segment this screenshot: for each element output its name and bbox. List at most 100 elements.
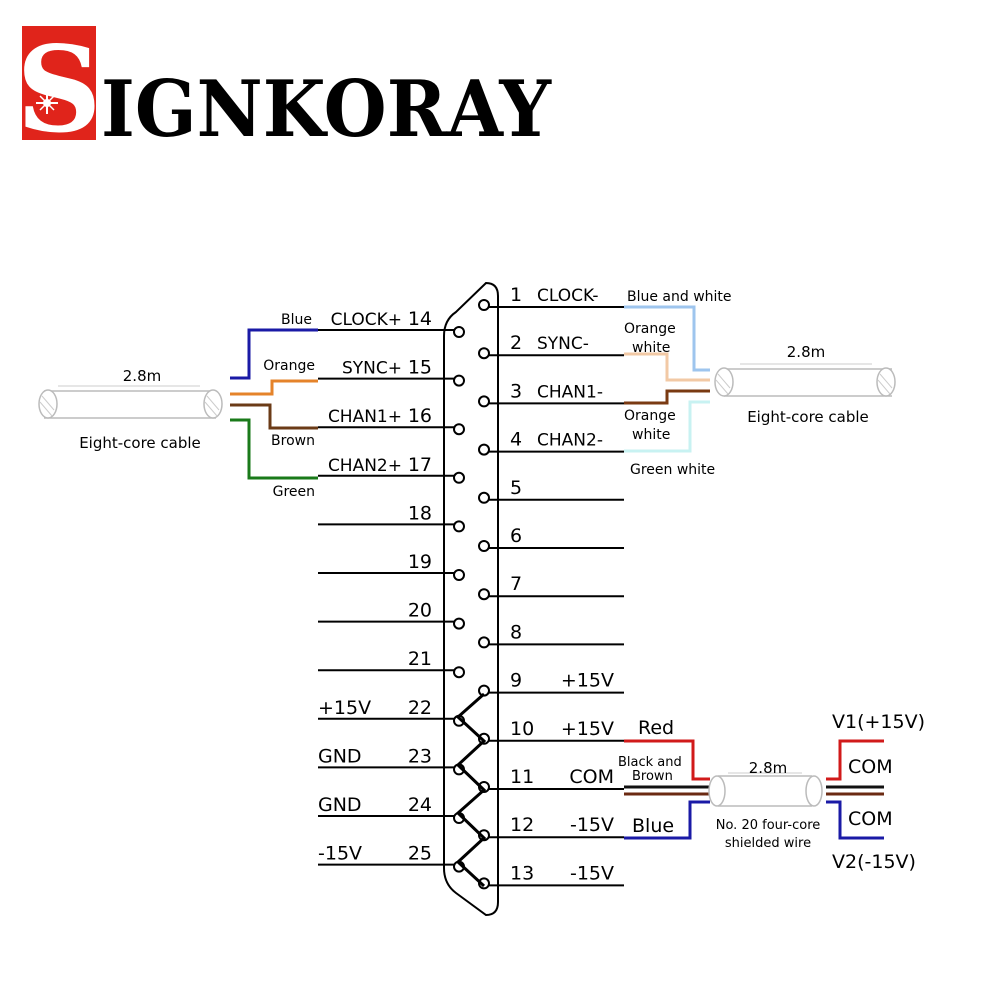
pin-number-23: 23 bbox=[408, 745, 432, 767]
pin-signal-1: CLOCK- bbox=[537, 286, 598, 306]
pin-signal-4: CHAN2- bbox=[537, 431, 603, 451]
right-colored-wires: Blue and white Orange white Orange white… bbox=[624, 289, 732, 478]
pin-signal-9: +15V bbox=[561, 670, 614, 692]
pin-number-3: 3 bbox=[510, 380, 522, 402]
black-brown-label-1: Black and bbox=[618, 755, 682, 770]
pin-number-19: 19 bbox=[408, 551, 432, 573]
pin-20 bbox=[453, 617, 465, 630]
pin-signal-17: CHAN2+ bbox=[328, 456, 402, 476]
pin-row-8: 8 bbox=[478, 621, 624, 649]
pin-row-22: 22+15V bbox=[318, 697, 465, 727]
signkoray-logo: S IGNKORAY bbox=[16, 20, 552, 159]
pin-row-9: 9 +15V bbox=[478, 670, 624, 697]
pin-row-12: 12-15V bbox=[478, 814, 624, 842]
left-cable-type: Eight-core cable bbox=[79, 434, 201, 452]
pin-number-18: 18 bbox=[408, 502, 432, 524]
pin-number-2: 2 bbox=[510, 332, 522, 354]
pin-signal-2: SYNC- bbox=[537, 334, 589, 354]
wire-label-orange-white-a: Orange bbox=[624, 321, 676, 337]
pin-signal-22: +15V bbox=[318, 697, 371, 719]
wire-label-orange-white-d: white bbox=[632, 427, 670, 443]
pin-signal-14: CLOCK+ bbox=[331, 310, 402, 330]
pin-15 bbox=[453, 374, 465, 387]
pin-row-20: 20 bbox=[318, 600, 465, 630]
wire-label-blue: Blue bbox=[281, 312, 312, 328]
pin-signal-10: +15V bbox=[561, 718, 614, 740]
wire-blue-white bbox=[624, 305, 710, 372]
pin-number-16: 16 bbox=[408, 405, 432, 427]
pin-8 bbox=[478, 636, 490, 649]
pin-row-25: 25 -15V bbox=[318, 843, 465, 873]
pin-4 bbox=[478, 443, 490, 456]
com-bottom-label: COM bbox=[848, 808, 893, 830]
pin-16 bbox=[453, 423, 465, 436]
pin-signal-25: -15V bbox=[318, 843, 362, 865]
logo-s-block bbox=[22, 26, 96, 140]
pin-number-8: 8 bbox=[510, 621, 522, 643]
wire-label-orange-white-c: Orange bbox=[624, 408, 676, 424]
power-cable-type-2: shielded wire bbox=[725, 836, 811, 851]
wire-red bbox=[624, 739, 710, 781]
pin-number-14: 14 bbox=[408, 308, 432, 330]
logo-letter-s: S bbox=[16, 20, 101, 159]
pin-signal-23: GND bbox=[318, 745, 362, 767]
wire-blue bbox=[230, 328, 318, 380]
pin-2 bbox=[478, 347, 490, 360]
wire-label-blue-white: Blue and white bbox=[627, 289, 732, 305]
pin-number-10: 10 bbox=[510, 718, 534, 740]
wire-orange-white bbox=[624, 352, 710, 382]
power-shielded-cable: Red Black and Brown Blue 2.8m No. 20 fou… bbox=[618, 711, 925, 873]
pin-14 bbox=[453, 326, 465, 338]
pin-number-13: 13 bbox=[510, 862, 534, 884]
pin-row-19: 19 bbox=[318, 551, 465, 581]
pin-number-6: 6 bbox=[510, 525, 522, 547]
wire-green-white bbox=[624, 400, 710, 453]
power-jumper-lines bbox=[455, 692, 487, 888]
right-eight-core-cable: 2.8m Eight-core cable bbox=[714, 343, 896, 426]
wire-green bbox=[230, 418, 318, 480]
logo-wordmark: IGNKORAY bbox=[101, 64, 552, 155]
black-brown-label-2: Brown bbox=[632, 769, 673, 784]
power-cable-type-1: No. 20 four-core bbox=[716, 818, 821, 833]
left-cable-length: 2.8m bbox=[123, 367, 161, 385]
pin-signal-16: CHAN1+ bbox=[328, 407, 402, 427]
pin-row-13: 13 -15V bbox=[478, 862, 624, 890]
pin-row-17: 17 CHAN2+ bbox=[318, 454, 465, 484]
pin-row-15: 15 SYNC+ bbox=[318, 357, 465, 387]
blue-wire-label: Blue bbox=[632, 815, 674, 837]
wire-blue-power bbox=[624, 800, 710, 840]
pin-18 bbox=[453, 520, 465, 533]
wire-brown bbox=[230, 403, 318, 430]
wire-label-green: Green bbox=[273, 484, 315, 500]
pin-number-24: 24 bbox=[408, 794, 432, 816]
v2-label: V2(-15V) bbox=[832, 851, 916, 873]
com-top-label: COM bbox=[848, 756, 893, 778]
pin-7 bbox=[478, 588, 490, 601]
power-cable-end-left bbox=[708, 775, 726, 807]
right-cable-type: Eight-core cable bbox=[747, 408, 869, 426]
pin-number-7: 7 bbox=[510, 573, 522, 595]
pin-row-4: 4 CHAN2- bbox=[478, 429, 624, 456]
power-cable-length: 2.8m bbox=[749, 759, 787, 777]
pin-number-20: 20 bbox=[408, 600, 432, 622]
wire-label-green-white: Green white bbox=[630, 462, 715, 478]
v2-output-wire bbox=[826, 800, 884, 840]
logo-star-icon bbox=[36, 92, 58, 114]
pin-number-4: 4 bbox=[510, 429, 522, 451]
pin-number-15: 15 bbox=[408, 357, 432, 379]
pin-number-25: 25 bbox=[408, 843, 432, 865]
pin-row-5: 5 bbox=[478, 477, 624, 504]
pin-number-5: 5 bbox=[510, 477, 522, 499]
pin-number-9: 9 bbox=[510, 670, 522, 692]
wire-label-orange: Orange bbox=[263, 358, 315, 374]
pin-number-17: 17 bbox=[408, 454, 432, 476]
pin-signal-15: SYNC+ bbox=[342, 359, 402, 379]
pin-signal-13: -15V bbox=[570, 862, 614, 884]
pin-row-6: 6 bbox=[478, 525, 624, 552]
pin-number-21: 21 bbox=[408, 648, 432, 670]
